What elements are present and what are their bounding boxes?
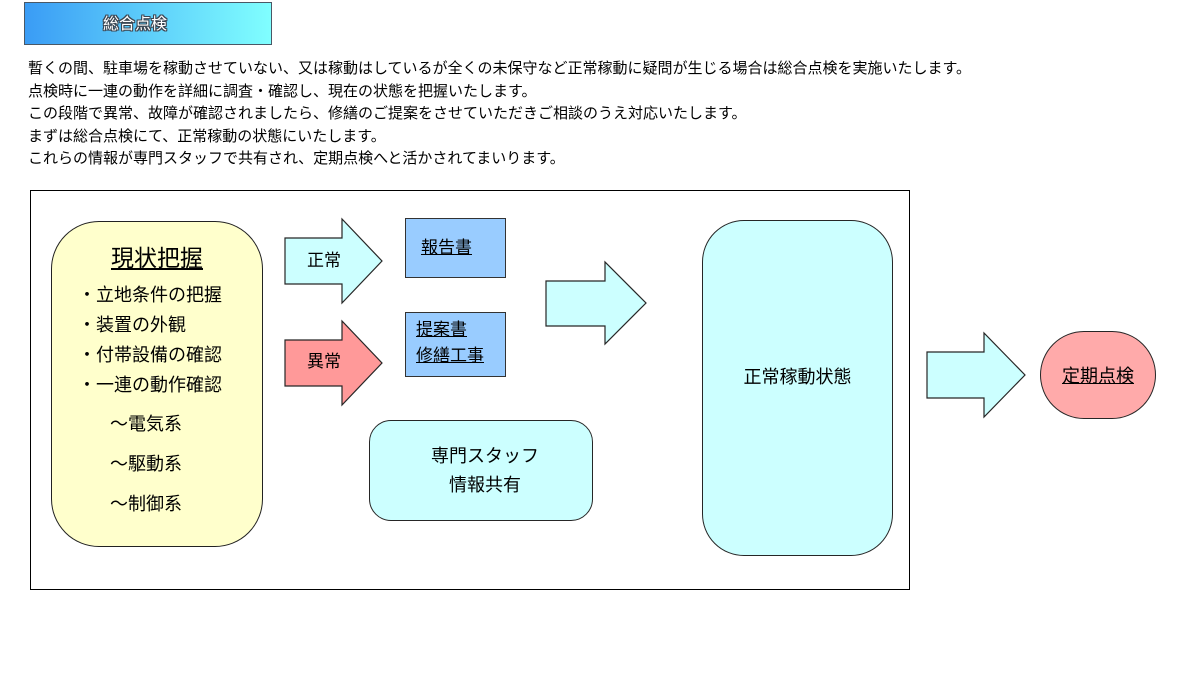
intro-line: これらの情報が専門スタッフで共有され、定期点検へと活かされてまいります。 (28, 149, 565, 167)
repair-work-link[interactable]: 修繕工事 (416, 346, 484, 366)
staff-sharing-box: 専門スタッフ 情報共有 (369, 420, 593, 521)
normal-arrow: 正常 (284, 217, 384, 305)
normal-arrow-label: 正常 (307, 251, 341, 271)
abnormal-arrow-label: 異常 (307, 352, 341, 372)
check-item: ・一連の動作確認 (78, 375, 222, 396)
section-title: 総合点検 (103, 14, 168, 33)
report-link[interactable]: 報告書 (421, 238, 472, 258)
check-item: ・付帯設備の確認 (78, 345, 222, 366)
system-item-list: ～電気系 ～駆動系 ～制御系 (110, 405, 182, 525)
intro-line: この段階で異常、故障が確認されましたら、修繕のご提案をさせていただきご相談のうえ… (28, 104, 747, 122)
intro-text: 暫くの間、駐車場を稼動させていない、又は稼動はしているが全くの未保守など正常稼動… (28, 57, 1178, 170)
check-item: ・立地条件の把握 (78, 285, 222, 306)
current-state-title: 現状把握 (111, 246, 203, 272)
inspection-arrow (926, 331, 1027, 419)
arrow-shape (284, 217, 383, 305)
system-item: ～電気系 (110, 414, 182, 435)
proposal-links: 提案書 修繕工事 (416, 317, 484, 369)
check-item: ・装置の外観 (78, 315, 186, 336)
regular-inspection-box: 定期点検 (1040, 331, 1156, 419)
staff-sharing-line: 専門スタッフ (431, 445, 539, 467)
arrow-shape (545, 260, 647, 346)
report-box: 報告書 (405, 218, 506, 278)
staff-sharing-line: 情報共有 (449, 474, 521, 496)
arrow-shape (284, 319, 383, 407)
right-arrow-icon (545, 260, 647, 346)
transition-arrow (545, 260, 648, 346)
abnormal-arrow: 異常 (284, 319, 384, 407)
right-arrow-icon (926, 331, 1026, 419)
system-item: ～制御系 (110, 494, 182, 515)
right-arrow-icon (284, 319, 383, 407)
intro-line: まずは総合点検にて、正常稼動の状態にいたします。 (28, 126, 386, 145)
current-state-box: 現状把握 ・立地条件の把握 ・装置の外観 ・付帯設備の確認 ・一連の動作確認 ～… (51, 221, 263, 547)
intro-line: 暫くの間、駐車場を稼動させていない、又は稼動はしているが全くの未保守など正常稼動… (28, 59, 972, 77)
regular-inspection-link[interactable]: 定期点検 (1062, 366, 1134, 387)
proposal-box: 提案書 修繕工事 (405, 312, 506, 377)
system-item: ～駆動系 (110, 454, 182, 475)
arrow-shape (926, 331, 1026, 419)
right-arrow-icon (284, 217, 383, 305)
proposal-link[interactable]: 提案書 (416, 320, 467, 340)
section-header-banner: 総合点検 (24, 2, 272, 45)
normal-operation-label: 正常稼動状態 (743, 367, 852, 388)
normal-operation-box: 正常稼動状態 (702, 220, 893, 556)
check-item-list: ・立地条件の把握 ・装置の外観 ・付帯設備の確認 ・一連の動作確認 (78, 281, 222, 401)
intro-line: 点検時に一連の動作を詳細に調査・確認し、現在の状態を把握いたします。 (28, 81, 537, 100)
